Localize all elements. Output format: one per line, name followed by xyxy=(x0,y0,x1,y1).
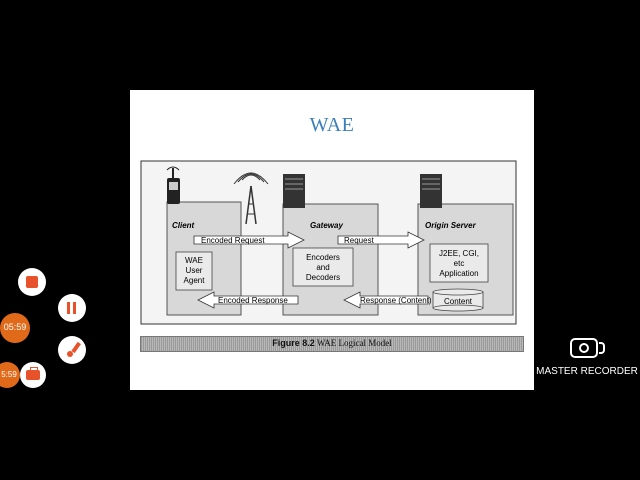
presentation-slide: WAE xyxy=(130,90,534,390)
svg-text:Encoded Request: Encoded Request xyxy=(201,236,265,245)
svg-text:Encoded Response: Encoded Response xyxy=(218,296,288,305)
stop-icon xyxy=(26,276,38,288)
recording-timer-small[interactable]: 5:59 xyxy=(0,362,20,388)
encoders-line1: Encoders xyxy=(306,253,340,262)
figure-caption-text: WAE Logical Model xyxy=(316,338,392,348)
figure-caption-bar: Figure 8.2 WAE Logical Model xyxy=(140,336,524,352)
mobile-phone-icon xyxy=(166,166,180,204)
encoders-decoders-box xyxy=(292,247,354,287)
stop-record-button[interactable] xyxy=(18,268,46,296)
figure-caption: Figure 8.2 WAE Logical Model xyxy=(141,338,523,348)
brush-button[interactable] xyxy=(58,336,86,364)
master-recorder-logo xyxy=(568,336,608,360)
camera-icon xyxy=(570,338,598,358)
application-line2: etc xyxy=(454,259,465,268)
gateway-server-icon xyxy=(283,174,305,208)
client-label: Client xyxy=(172,221,195,230)
master-recorder-label: MASTER RECORDER xyxy=(536,366,638,377)
wae-user-agent-box xyxy=(175,251,213,291)
wae-user-agent-line1: WAE xyxy=(185,256,203,265)
antenna-tower-icon xyxy=(233,172,269,225)
application-line3: Application xyxy=(439,269,478,278)
gateway-label: Gateway xyxy=(310,221,343,230)
application-line1: J2EE, CGI, xyxy=(439,249,479,258)
encoded-response-arrow: Encoded Response xyxy=(197,291,299,309)
response-content-arrow: Response (Content) xyxy=(343,291,432,309)
encoders-line3: Decoders xyxy=(306,273,340,282)
origin-server-icon xyxy=(420,174,442,208)
origin-server-label: Origin Server xyxy=(425,221,477,230)
encoders-line2: and xyxy=(316,263,329,272)
toolbox-button[interactable] xyxy=(20,362,46,388)
recording-time-small: 5:59 xyxy=(1,370,17,379)
wae-user-agent-line3: Agent xyxy=(184,276,206,285)
encoded-request-arrow: Encoded Request xyxy=(193,231,305,249)
figure-number: Figure 8.2 xyxy=(272,338,315,348)
content-database-icon: Content xyxy=(432,288,484,312)
pause-button[interactable] xyxy=(58,294,86,322)
slide-title: WAE xyxy=(309,114,355,136)
paintbrush-icon xyxy=(66,341,81,359)
wae-user-agent-line2: User xyxy=(186,266,203,275)
recording-timer[interactable]: 05:59 xyxy=(0,313,30,343)
toolbox-icon xyxy=(26,367,40,380)
svg-text:Response (Content): Response (Content) xyxy=(360,296,432,305)
pause-icon xyxy=(66,302,78,314)
application-box xyxy=(429,243,489,283)
request-arrow: Request xyxy=(337,231,425,249)
recording-time: 05:59 xyxy=(3,322,27,332)
svg-text:Content: Content xyxy=(444,297,473,306)
wae-logical-model-diagram: Client Gateway Origin Server Encoded Req… xyxy=(140,160,517,325)
svg-text:Request: Request xyxy=(344,236,375,245)
